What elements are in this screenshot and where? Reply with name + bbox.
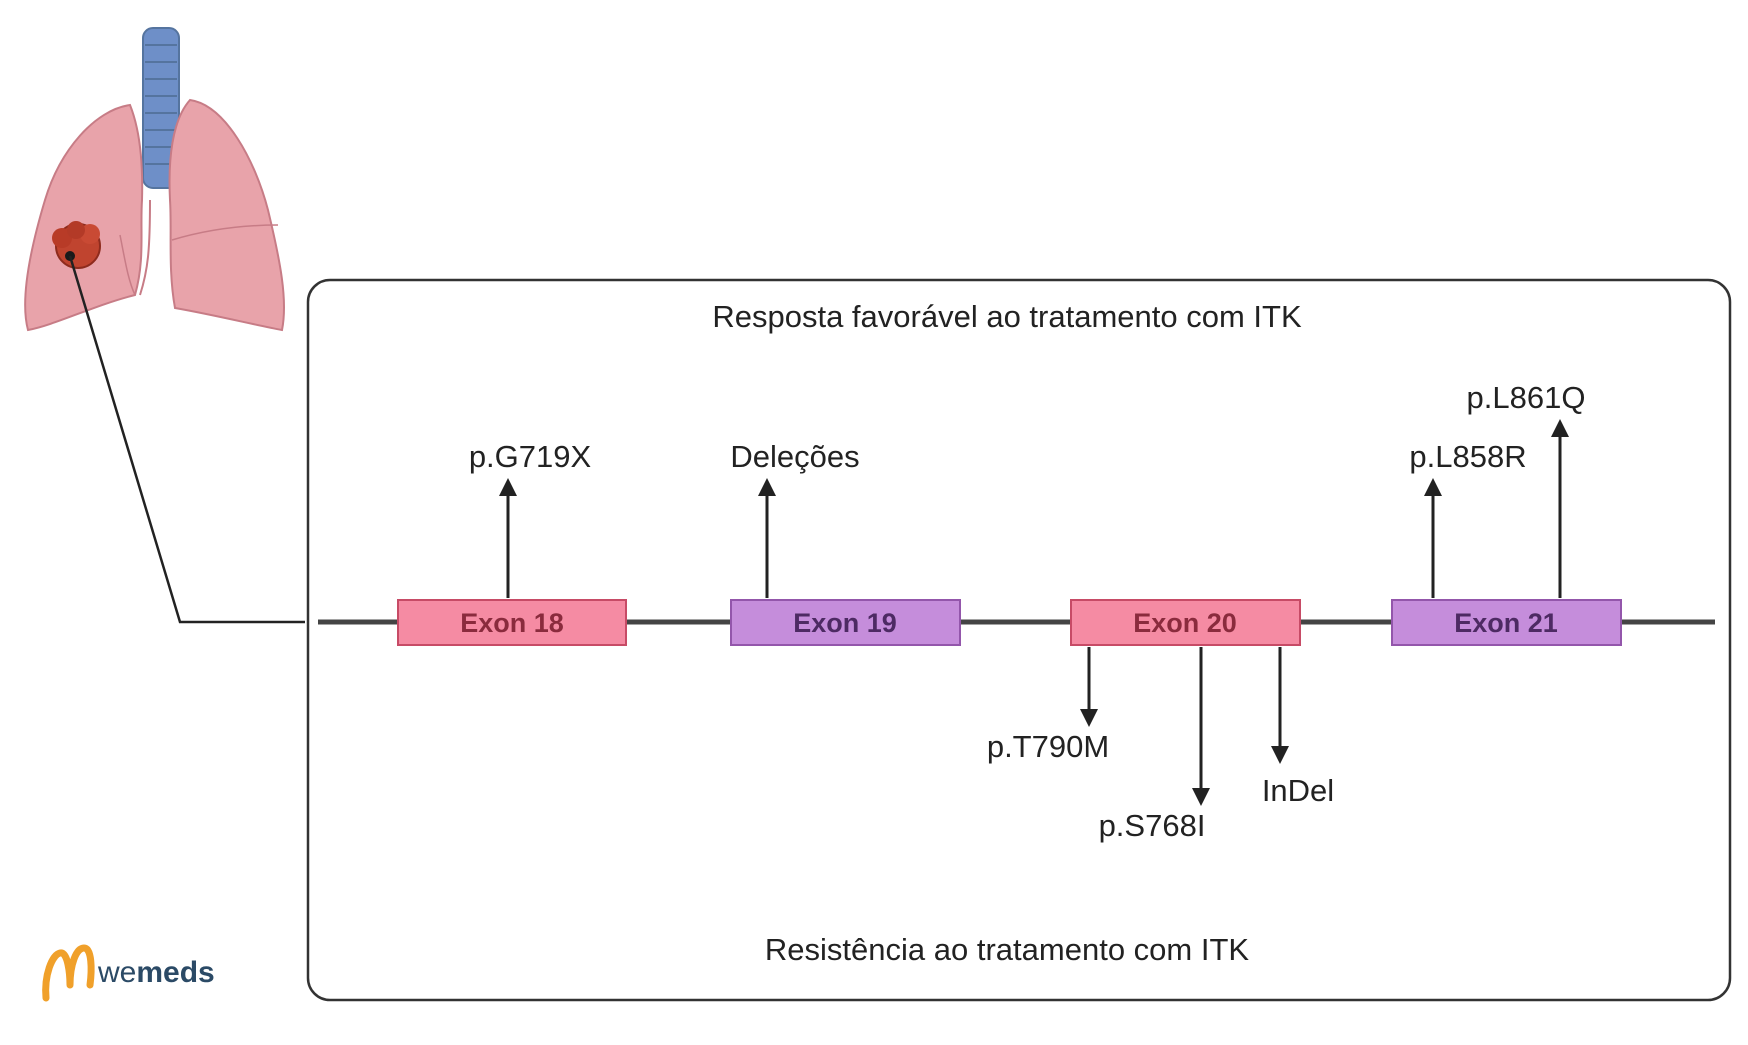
exon-20-box	[1070, 599, 1301, 646]
exon-19: Exon 19	[730, 599, 961, 646]
connector-line	[68, 255, 305, 624]
exon-21-label: Exon 21	[1454, 608, 1558, 638]
tumor-icon	[52, 221, 101, 269]
mutation-delecoes-label: Deleções	[730, 439, 859, 474]
wemeds-logo-icon: wemeds	[42, 944, 215, 1002]
exon-19-box	[730, 599, 961, 646]
exon-19-label: Exon 19	[793, 608, 897, 638]
exon-18: Exon 18	[397, 599, 627, 646]
mutation-l858r-label: p.L858R	[1409, 439, 1526, 474]
exon-18-box	[397, 599, 627, 646]
exon-20-label: Exon 20	[1133, 608, 1237, 638]
favorable-response-title: Resposta favorável ao tratamento com ITK	[712, 299, 1302, 334]
mutation-g719x-label: p.G719X	[469, 439, 592, 474]
lungs-with-tumor-icon	[24, 27, 286, 332]
exon-21: Exon 21	[1391, 599, 1622, 646]
brand-prefix: we	[97, 956, 136, 989]
mutation-s768i-label: p.S768I	[1099, 808, 1206, 843]
mutation-l861q-label: p.L861Q	[1467, 380, 1586, 415]
mutation-indel-label: InDel	[1262, 773, 1334, 808]
diagram-frame	[306, 278, 1732, 1002]
mutation-t790m-label: p.T790M	[987, 729, 1109, 764]
exon-20: Exon 20	[1070, 599, 1301, 646]
exon-21-box	[1391, 599, 1622, 646]
brand-suffix: meds	[136, 956, 214, 989]
exon-18-label: Exon 18	[460, 608, 564, 638]
resistance-title: Resistência ao tratamento com ITK	[765, 932, 1249, 967]
brand-name: wemeds	[97, 956, 215, 989]
